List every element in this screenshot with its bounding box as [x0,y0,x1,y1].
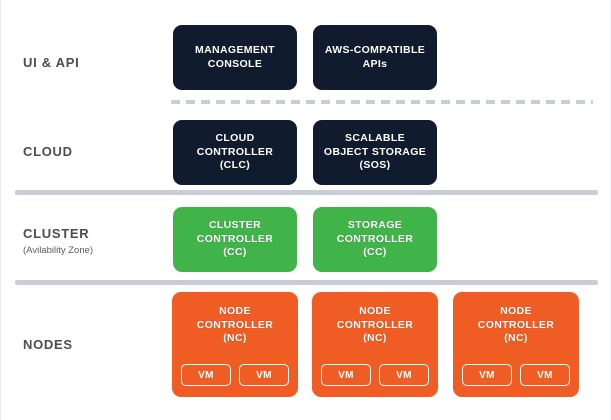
row-label-cluster-sublabel: (Avilability Zone) [23,245,94,256]
divider-cloud-cluster [15,190,598,195]
row-label-cloud: CLOUD [23,144,73,160]
row-label-cluster: CLUSTER (Avilability Zone) [23,226,93,257]
box-node-controller-2[interactable]: NODE CONTROLLER (NC) VM VM [312,292,438,397]
vm-chip[interactable]: VM [520,364,570,386]
row-label-ui-api-text: UI & API [23,55,80,70]
box-scalable-object-storage[interactable]: SCALABLE OBJECT STORAGE (SOS) [313,120,437,185]
box-management-console[interactable]: MANAGEMENT CONSOLE [173,25,297,90]
box-node-controller-3-label: NODE CONTROLLER (NC) [477,305,555,344]
box-scalable-object-storage-label: SCALABLE OBJECT STORAGE (SOS) [323,132,427,172]
box-cloud-controller-label: CLOUD CONTROLLER (CLC) [196,132,274,172]
box-cluster-controller[interactable]: CLUSTER CONTROLLER (CC) [173,207,297,272]
box-node-controller-2-label: NODE CONTROLLER (NC) [336,305,414,344]
row-label-ui-api: UI & API [23,55,79,71]
box-storage-controller[interactable]: STORAGE CONTROLLER (CC) [313,207,437,272]
box-aws-compatible-apis-label: AWS-COMPATIBLE APIs [324,44,426,70]
divider-dashed-ui-cloud [171,100,593,104]
box-cloud-controller[interactable]: CLOUD CONTROLLER (CLC) [173,120,297,185]
vm-chip[interactable]: VM [239,364,289,386]
box-management-console-label: MANAGEMENT CONSOLE [195,44,275,70]
box-aws-compatible-apis[interactable]: AWS-COMPATIBLE APIs [313,25,437,90]
row-label-cluster-text: CLUSTER [23,226,90,241]
vm-row-node-3: VM VM [462,364,570,386]
box-storage-controller-label: STORAGE CONTROLLER (CC) [336,219,414,259]
vm-chip[interactable]: VM [321,364,371,386]
vm-row-node-1: VM VM [181,364,289,386]
row-label-nodes-text: NODES [23,337,73,352]
box-node-controller-1-label: NODE CONTROLLER (NC) [196,305,274,344]
vm-chip[interactable]: VM [181,364,231,386]
vm-chip[interactable]: VM [462,364,512,386]
divider-cluster-nodes [15,280,598,285]
box-node-controller-1[interactable]: NODE CONTROLLER (NC) VM VM [172,292,298,397]
box-cluster-controller-label: CLUSTER CONTROLLER (CC) [196,219,274,259]
box-node-controller-3[interactable]: NODE CONTROLLER (NC) VM VM [453,292,579,397]
vm-chip[interactable]: VM [379,364,429,386]
row-label-nodes: NODES [23,337,73,353]
vm-row-node-2: VM VM [321,364,429,386]
row-label-cloud-text: CLOUD [23,144,73,159]
